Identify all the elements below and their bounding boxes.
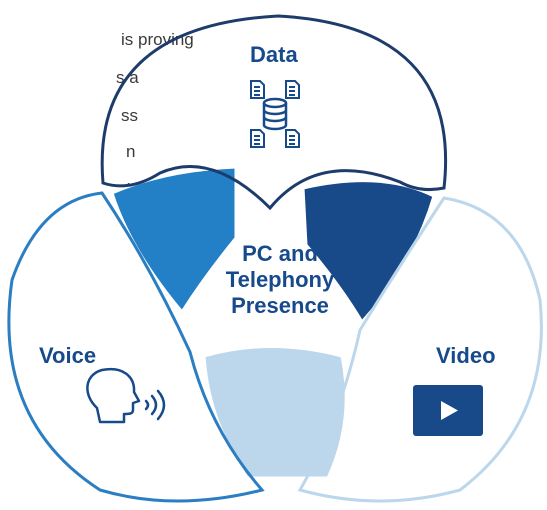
center-label: PC and Telephony Presence	[205, 241, 355, 319]
database-documents-icon	[250, 80, 300, 148]
paragraph-fragment: ss	[121, 106, 138, 125]
data-circle-outline	[100, 14, 448, 211]
center-label-line: Presence	[231, 293, 329, 318]
center-label-line: Telephony	[225, 267, 335, 292]
voice-video-overlap	[202, 345, 348, 480]
voice-circle-outline	[7, 191, 265, 503]
video-play-icon	[413, 385, 483, 436]
paragraph-fragment: n	[126, 142, 136, 161]
video-label: Video	[436, 343, 496, 368]
center-label-line: PC and	[242, 241, 318, 266]
speaking-head-icon	[86, 367, 166, 424]
voice-label: Voice	[39, 343, 97, 368]
data-label: Data	[250, 42, 298, 67]
data-video-overlap	[301, 179, 436, 325]
video-circle-outline	[297, 196, 543, 503]
paragraph-fragment: is proving	[121, 30, 194, 49]
